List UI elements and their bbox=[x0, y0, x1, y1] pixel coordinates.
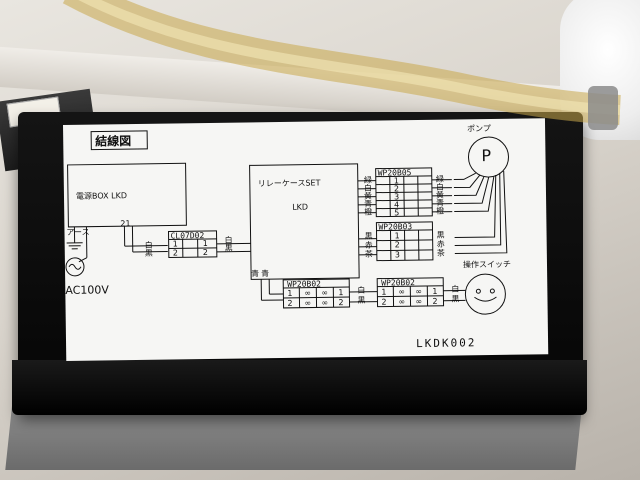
wpbr-r1c1: 1 bbox=[381, 287, 387, 297]
pump-letter: P bbox=[481, 146, 492, 166]
wiring-diagram-label: 結線図 電源BOX LKD リレーケースSET LKD アース AC100V 2… bbox=[63, 118, 549, 361]
pump-label: ポンプ bbox=[467, 124, 491, 134]
black-control-box-front bbox=[12, 360, 587, 415]
wire-red-mid: 赤 bbox=[364, 240, 373, 250]
wpbr-r2c4: 2 bbox=[432, 296, 438, 306]
br-out-black: 黒 bbox=[451, 294, 460, 304]
wp-mid-name: WP20B03 bbox=[378, 222, 413, 232]
wire-orange: 橙 bbox=[364, 207, 373, 217]
wpbl-r1c4: 1 bbox=[338, 288, 344, 298]
wp-bottom-right-name: WP20B02 bbox=[381, 278, 416, 288]
wp-mid-1: 1 bbox=[394, 231, 400, 241]
wp-bottom-left-name: WP20B02 bbox=[287, 279, 322, 289]
wpbl-r1c1: 1 bbox=[287, 288, 293, 298]
cl-out-black: 黒 bbox=[224, 243, 233, 253]
br-out-white: 白 bbox=[451, 284, 460, 294]
wire-brown-mid: 茶 bbox=[364, 249, 373, 259]
switch-label: 操作スイッチ bbox=[462, 259, 512, 270]
wpbl-r1c3: ∞ bbox=[321, 288, 329, 298]
wire-red-mid-out: 赤 bbox=[436, 239, 445, 249]
wire-black-mid: 黒 bbox=[364, 231, 373, 241]
cl-r2c2: 2 bbox=[202, 247, 208, 258]
cl-r1c1: 1 bbox=[172, 239, 178, 249]
cl-r1c2: 1 bbox=[202, 238, 208, 249]
wpbl-r2c3: ∞ bbox=[321, 298, 329, 308]
bl-out-white: 白 bbox=[357, 285, 366, 295]
wpbr-r1c3: ∞ bbox=[415, 287, 423, 297]
power-box-label: 電源BOX LKD bbox=[75, 191, 128, 201]
wpbl-r2c4: 2 bbox=[338, 298, 344, 308]
wpbl-r2c1: 2 bbox=[287, 298, 293, 308]
wp-mid-2: 2 bbox=[394, 240, 400, 250]
wp-mid-3: 3 bbox=[394, 250, 401, 260]
wpbr-r1c2: ∞ bbox=[398, 287, 406, 297]
wpbr-r2c2: ∞ bbox=[398, 297, 406, 307]
diagram-title: 結線図 bbox=[95, 134, 132, 149]
wire-blue-left: 青 bbox=[251, 269, 260, 279]
wpbr-r1c4: 1 bbox=[432, 286, 438, 296]
wire-blue-right: 青 bbox=[261, 269, 270, 279]
ac-voltage-label: AC100V bbox=[65, 283, 109, 297]
wire-orange-out: 橙 bbox=[436, 206, 445, 216]
relay-case-sub-label: LKD bbox=[292, 202, 309, 212]
relay-case-label: リレーケースSET bbox=[257, 178, 321, 189]
model-number: LKDK002 bbox=[415, 336, 477, 351]
cl-r2c1: 2 bbox=[172, 248, 178, 258]
wp-top-5: 5 bbox=[394, 208, 400, 218]
wire-black-mid-out: 黒 bbox=[436, 230, 445, 240]
wiring-lines bbox=[65, 130, 509, 315]
cl-black-label: 黒 bbox=[144, 248, 153, 258]
wpbl-r2c2: ∞ bbox=[304, 298, 312, 308]
earth-label: アース bbox=[66, 227, 90, 237]
wpbl-r1c2: ∞ bbox=[304, 288, 312, 298]
wpbr-r2c1: 2 bbox=[381, 297, 387, 307]
bl-out-black: 黒 bbox=[357, 295, 366, 305]
wpbr-r2c3: ∞ bbox=[415, 297, 423, 307]
terminal-21-label: 21 bbox=[120, 219, 131, 229]
wire-brown-mid-out: 茶 bbox=[436, 248, 445, 258]
